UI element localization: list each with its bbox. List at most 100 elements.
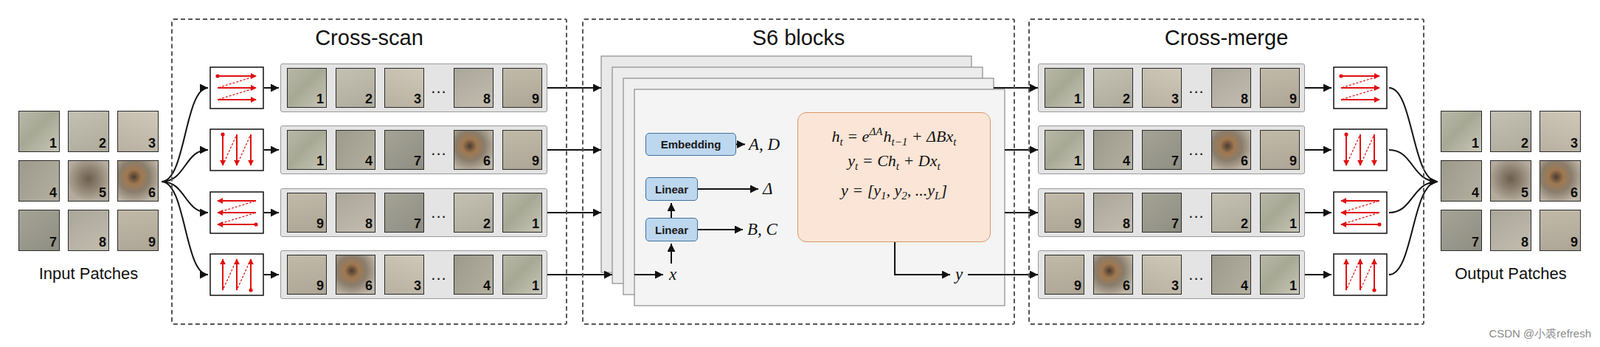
image-patch: 9 (1539, 209, 1581, 251)
image-patch: 7 (384, 192, 425, 233)
image-patch: 1 (286, 67, 327, 108)
layer-box: Embedding (645, 132, 737, 156)
wires (161, 87, 1438, 275)
image-patch: 8 (1490, 209, 1532, 251)
image-patch: 2 (67, 110, 110, 152)
image-patch: 3 (1141, 254, 1182, 295)
equation-term: h (882, 126, 892, 146)
ellipsis: ... (1188, 140, 1204, 160)
merge-icon (1333, 67, 1387, 109)
equation-term: t (854, 160, 858, 172)
patch-number: 9 (148, 234, 156, 250)
inner-arrow (670, 243, 673, 264)
flow-arrow (1004, 149, 1038, 151)
patch-number: 4 (365, 153, 373, 169)
patch-number: 1 (1074, 91, 1082, 107)
image-patch: 2 (1490, 110, 1532, 152)
flow-arrow (547, 87, 602, 89)
image-patch: 6 (453, 129, 494, 170)
scan-arrow (264, 149, 279, 151)
join-arrow (1389, 87, 1438, 182)
patch-number: 1 (316, 91, 324, 107)
inner-arrow (697, 188, 759, 190)
image-patch: 9 (1044, 192, 1085, 233)
ellipsis: ... (1188, 78, 1204, 98)
caption-label: Output Patches (1454, 264, 1567, 283)
patch-sequence: ...98721 (1037, 188, 1305, 237)
image-patch: 4 (18, 160, 60, 202)
flow-arrow (993, 87, 1038, 89)
image-patch: 4 (1211, 254, 1252, 295)
layer-box: Linear (645, 217, 698, 242)
inner-arrow (736, 143, 746, 146)
image-patch: 4 (1093, 129, 1134, 170)
merge-arrow (1304, 87, 1332, 89)
image-patch: 3 (1141, 67, 1182, 108)
image-patch: 5 (67, 160, 110, 202)
image-patch: 8 (1211, 67, 1252, 108)
image-patch: 8 (335, 192, 376, 233)
image-patch: 1 (1044, 67, 1085, 108)
patch-sequence: ...12389 (1037, 63, 1305, 113)
patch-sequence: ...98721 (280, 188, 548, 237)
section-panel: S6 blocksA, DΔB, CxyEmbeddingLinearLinea… (582, 18, 1016, 325)
merge-arrow (1304, 211, 1332, 214)
patch-number: 3 (148, 135, 156, 151)
patch-number: 9 (531, 153, 540, 169)
patch-number: 7 (413, 153, 422, 169)
image-patch: 2 (1093, 67, 1134, 108)
patch-number: 1 (1289, 216, 1297, 231)
symbol-label: y (955, 264, 963, 284)
patch-number: 9 (531, 91, 540, 107)
patch-number: 8 (1240, 91, 1249, 107)
equation-term: t (936, 160, 940, 172)
image-patch: 5 (1490, 160, 1532, 202)
ellipsis: ... (1188, 264, 1204, 285)
equation-term: y (847, 151, 855, 170)
patch-number: 9 (1570, 234, 1578, 250)
s6-card-stack (601, 56, 1005, 306)
patch-number: 1 (316, 153, 324, 169)
patch-number: 6 (1570, 185, 1578, 200)
patch-number: 4 (1240, 278, 1249, 293)
equation-term: h (832, 126, 841, 146)
patch-number: 1 (1074, 153, 1082, 169)
patch-number: 9 (316, 216, 324, 231)
equation-term: ] (940, 180, 948, 200)
equation-term: t (840, 135, 844, 148)
equation-box: ht= eΔAht−1+ ΔBxtyt= Cht+ Dxty = [y1, y2… (797, 112, 991, 242)
patch-sequence: ...12389 (280, 63, 548, 113)
image-patch: 3 (384, 67, 425, 108)
patch-number: 2 (1240, 216, 1249, 231)
fork-arrow (161, 149, 209, 182)
merge-arrow (1304, 149, 1332, 151)
image-patch: 7 (384, 129, 425, 170)
patch-number: 7 (1471, 234, 1480, 250)
section-panel: Cross-scan...12389...14769...98721...963… (171, 18, 568, 325)
fork-arrow (161, 181, 209, 213)
merge-icon (1333, 129, 1387, 171)
fork-arrow (161, 181, 209, 275)
image-patch: 2 (335, 67, 376, 108)
equation-term: 1 (880, 189, 887, 202)
join-arrow (1389, 181, 1438, 213)
patch-number: 4 (1122, 153, 1131, 169)
patch-number: 6 (1240, 153, 1249, 169)
watermark: CSDN @小裘refresh (1488, 326, 1592, 340)
merge-icon (1333, 191, 1387, 234)
fork-arrow (161, 87, 209, 182)
scan-icon (210, 129, 264, 171)
image-patch: 6 (1539, 160, 1581, 202)
image-patch: 8 (1093, 192, 1134, 233)
image-patch: 8 (453, 67, 494, 108)
scan-arrow (264, 87, 279, 89)
flow-arrow (547, 211, 602, 214)
image-patch: 4 (1440, 160, 1482, 202)
image-patch: 1 (18, 110, 60, 152)
image-patch: 6 (117, 160, 159, 202)
inner-wire (967, 273, 1005, 276)
layer-label: Embedding (660, 137, 722, 151)
inner-arrow (634, 273, 664, 276)
patch-number: 6 (148, 185, 156, 200)
patch-number: 8 (365, 216, 373, 231)
